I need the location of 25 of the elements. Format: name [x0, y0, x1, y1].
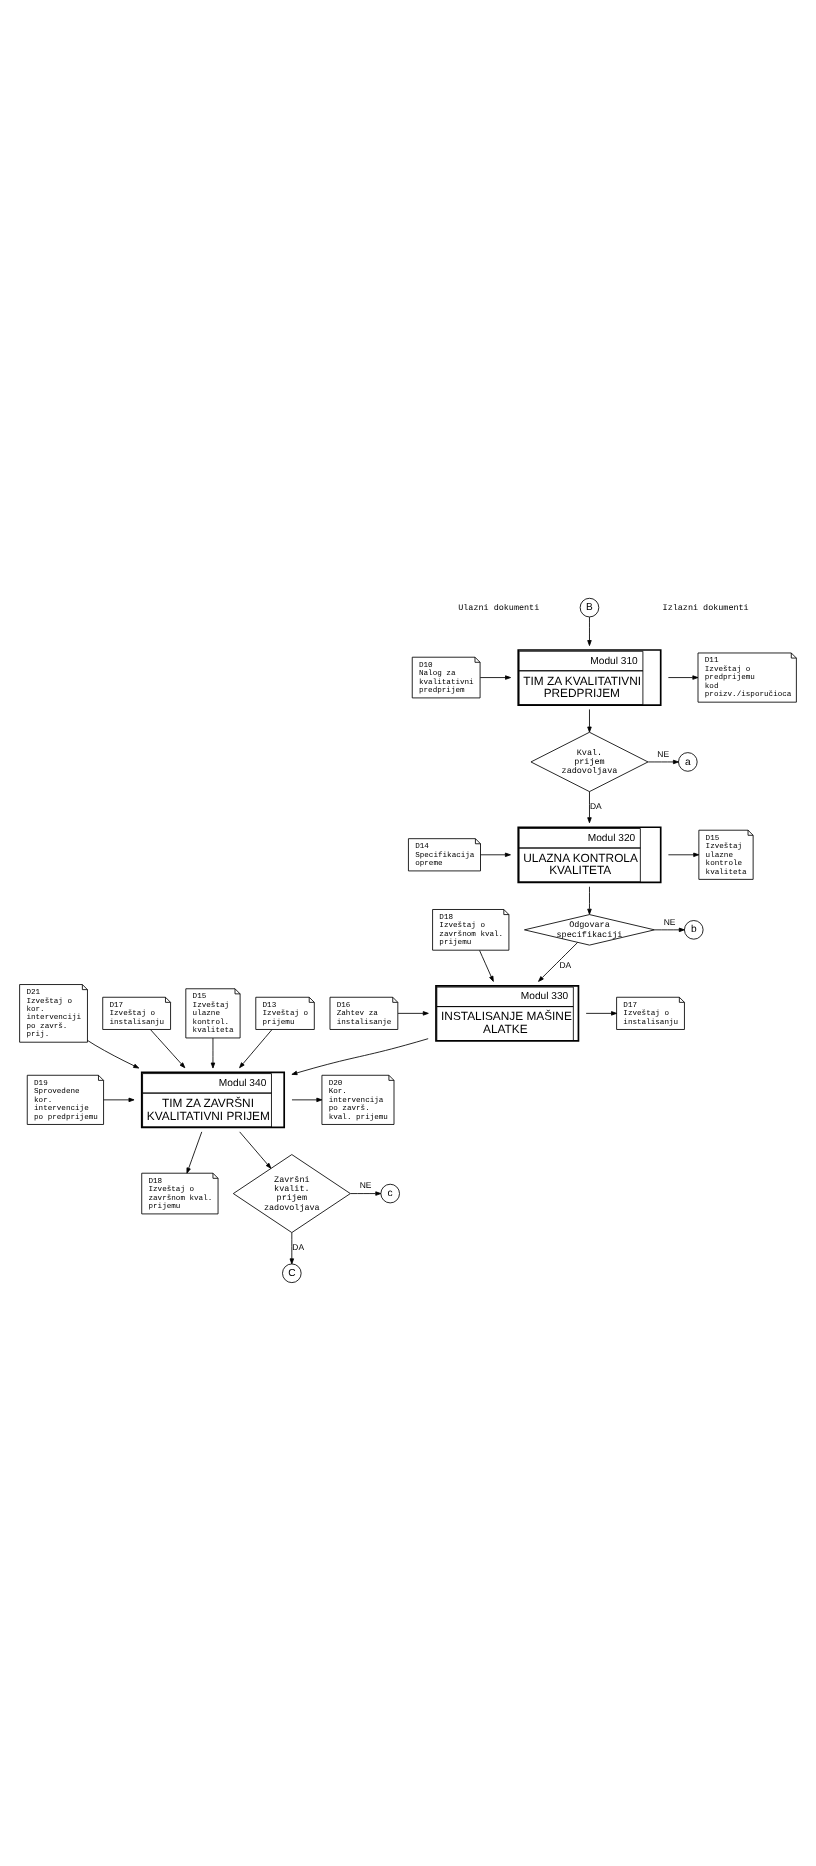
arrow [479, 949, 494, 981]
arrow [538, 941, 579, 981]
arrow [289, 1231, 295, 1264]
arrow [239, 1130, 272, 1168]
arrow [397, 1010, 429, 1015]
arrow [291, 1096, 323, 1102]
arrow [667, 851, 700, 856]
arrow [239, 1028, 273, 1068]
arrow [150, 1028, 186, 1068]
arrow [585, 1010, 617, 1015]
arrow [87, 1039, 140, 1068]
arrow [480, 851, 511, 856]
arrow [291, 1037, 429, 1075]
arrow [654, 926, 685, 932]
arrow [667, 674, 699, 679]
arrow [350, 1190, 382, 1195]
arrow [647, 758, 679, 764]
arrow [587, 790, 592, 823]
arrow [103, 1096, 135, 1102]
arrow [587, 615, 592, 645]
arrow [587, 708, 592, 732]
arrow [186, 1130, 203, 1173]
arrow [479, 674, 511, 679]
arrow [587, 885, 592, 914]
arrow [210, 1036, 216, 1068]
